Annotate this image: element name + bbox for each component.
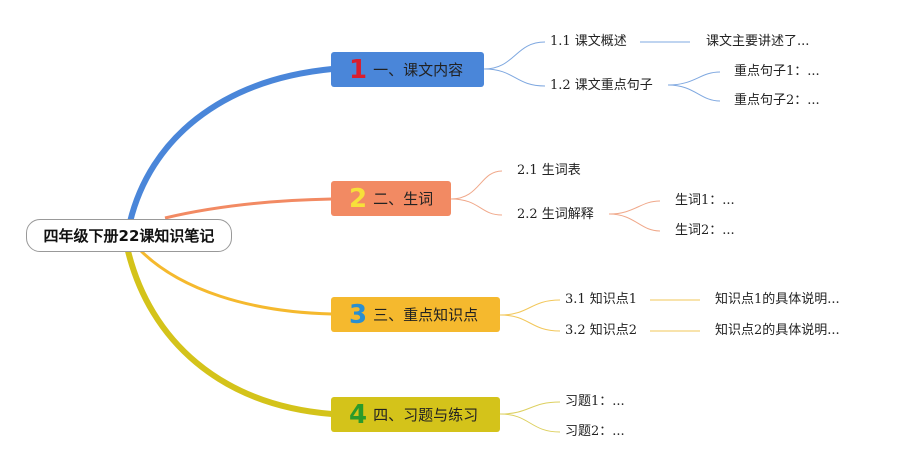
leaf-topic[interactable]: 课文主要讲述了... <box>706 34 810 49</box>
subtopic[interactable]: 2.2 生词解释 <box>517 207 594 222</box>
branch-2-node[interactable]: 2 二、生词 <box>331 181 451 216</box>
root-topic[interactable]: 四年级下册22课知识笔记 <box>26 219 232 252</box>
branch-1-node[interactable]: 1 一、课文内容 <box>331 52 484 87</box>
subtopic[interactable]: 3.1 知识点1 <box>565 292 638 307</box>
leaf-topic[interactable]: 生词1：... <box>675 193 735 208</box>
number-badge: 4 <box>349 399 368 430</box>
subtopic[interactable]: 1.2 课文重点句子 <box>550 78 653 93</box>
number-badge: 3 <box>349 299 368 330</box>
subtopic[interactable]: 习题2：... <box>565 424 625 439</box>
subtopic[interactable]: 习题1：... <box>565 394 625 409</box>
leaf-topic[interactable]: 重点句子2：... <box>734 93 820 108</box>
number-badge: 2 <box>349 183 368 214</box>
number-badge: 1 <box>349 54 368 85</box>
leaf-topic[interactable]: 重点句子1：... <box>734 64 820 79</box>
subtopic[interactable]: 2.1 生词表 <box>517 163 581 178</box>
branch-label: 四、习题与练习 <box>373 406 479 424</box>
subtopic[interactable]: 1.1 课文概述 <box>550 34 627 49</box>
branch-3-node[interactable]: 3 三、重点知识点 <box>331 297 500 332</box>
branch-4-node[interactable]: 4 四、习题与练习 <box>331 397 500 432</box>
leaf-topic[interactable]: 生词2：... <box>675 223 735 238</box>
branch-label: 三、重点知识点 <box>373 306 479 324</box>
leaf-topic[interactable]: 知识点2的具体说明... <box>715 323 840 338</box>
subtopic[interactable]: 3.2 知识点2 <box>565 323 638 338</box>
branch-label: 一、课文内容 <box>373 61 464 79</box>
leaf-topic[interactable]: 知识点1的具体说明... <box>715 292 840 307</box>
branch-label: 二、生词 <box>373 190 434 208</box>
